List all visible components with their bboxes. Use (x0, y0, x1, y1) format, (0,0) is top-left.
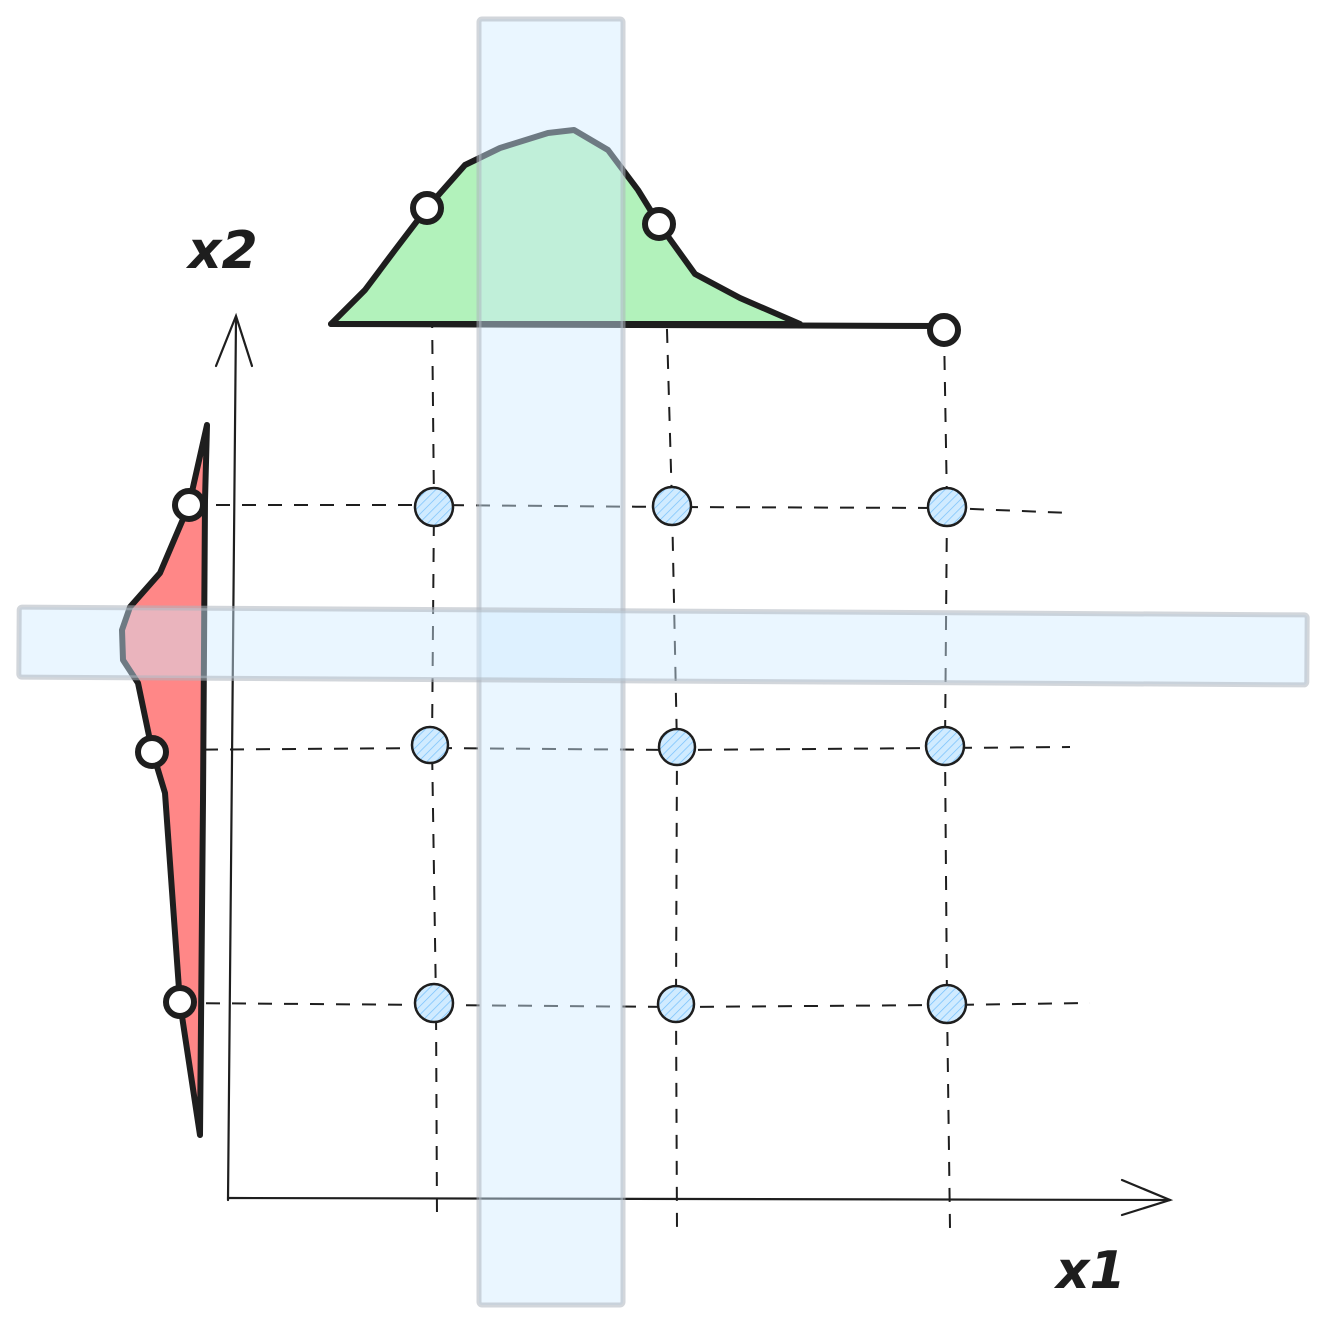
horizontal-selection-band (16, 604, 1310, 688)
grid-point-r1-c1 (413, 486, 455, 528)
x2-axis-label: x2 (185, 221, 258, 281)
marginal-density-x2 (119, 422, 210, 1138)
grid-point-r2-c2 (657, 727, 697, 767)
grid-points (410, 485, 968, 1025)
x1-density-markers (410, 191, 961, 347)
vertical-selection-band (476, 16, 626, 1308)
x1-marker-2 (642, 207, 676, 241)
x1-axis-label: x1 (1053, 1241, 1126, 1301)
x2-marker-1 (172, 488, 206, 522)
vertical-guide-3 (943, 329, 951, 1229)
grid-point-r3-c3 (926, 983, 968, 1025)
marginal-density-x1 (328, 127, 947, 329)
horizontal-guide-1 (190, 504, 1071, 514)
x2-density-markers (135, 488, 206, 1019)
x1-marker-3 (927, 313, 961, 347)
grid-point-r2-c1 (410, 725, 450, 765)
x2-density-curve (119, 422, 210, 1138)
x2-marker-3 (163, 985, 197, 1019)
x1-axis (226, 1178, 1174, 1217)
grid-point-r3-c1 (413, 982, 455, 1024)
grid-point-r2-c3 (924, 725, 966, 767)
vertical-guide-2 (663, 224, 679, 1231)
grid-point-r1-c3 (926, 486, 968, 528)
x1-density-curve (328, 127, 803, 327)
grid-point-r3-c2 (656, 984, 696, 1024)
x2-axis (214, 312, 254, 1202)
vertical-guide-1 (430, 209, 438, 1219)
x2-marker-2 (135, 735, 169, 769)
x1-density-baseline (328, 321, 947, 329)
grid-point-r1-c2 (651, 485, 693, 527)
x1-marker-1 (410, 191, 444, 225)
